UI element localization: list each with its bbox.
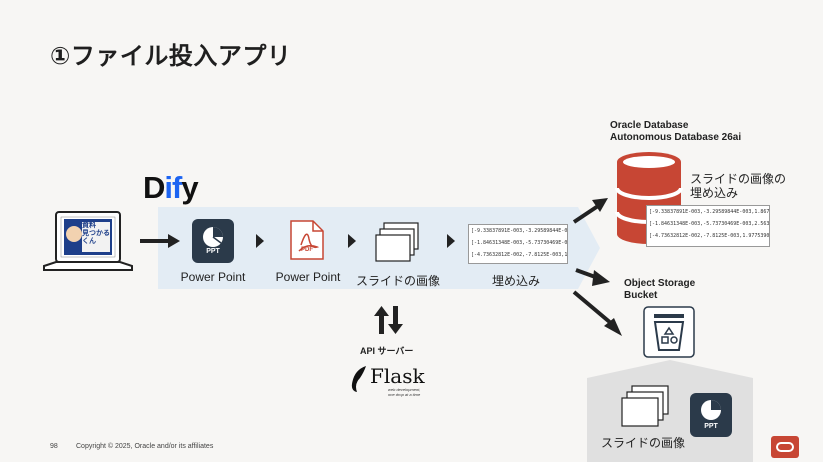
pdf-file-icon — [290, 220, 324, 260]
bucket-icon — [643, 306, 695, 358]
page-number: 98 — [50, 443, 58, 450]
chevron-right-icon — [447, 234, 455, 248]
ppt-file-icon — [690, 393, 732, 437]
api-server-label: API サーバー — [360, 346, 414, 356]
pdf-badge: PDF — [301, 247, 313, 253]
dify-logo-text: Dify — [143, 170, 199, 205]
slide-images-icon — [375, 222, 419, 262]
bidirectional-arrow-icon — [374, 306, 403, 334]
bucket-ppt-badge: PPT — [704, 423, 718, 430]
oracle-db-caption-line: スライドの画像の — [690, 172, 787, 186]
arrow-right-icon — [140, 234, 180, 248]
laptop-screen-line: 資料 — [82, 222, 96, 229]
slide-images-icon — [621, 385, 669, 427]
copyright: Copyright © 2025, Oracle and/or its affi… — [76, 443, 214, 450]
vector-row: [-4.73632812E-002,-7.8125E-003,1.9775390… — [649, 233, 770, 239]
embedding-vectors: [-9.33837891E-003,-3.29589844E-003,1.867… — [468, 224, 568, 264]
bucket-panel-roof — [587, 360, 753, 378]
flask-name: Flask — [370, 364, 425, 388]
step1-label: Power Point — [180, 270, 246, 284]
object-storage-title-line: Bucket — [624, 290, 658, 301]
vector-row: [-1.84631348E-003,-5.73730469E-003,2.563… — [649, 221, 770, 227]
oracle-db-title-line: Oracle Database — [610, 120, 689, 131]
oracle-db-title: Oracle Database Autonomous Database 26ai — [610, 120, 741, 144]
page-title: ①ファイル投入アプリ — [50, 43, 292, 70]
bucket-slide-caption: スライドの画像 — [600, 436, 685, 450]
chevron-right-icon — [348, 234, 356, 248]
flask-tagline-line: one drop at a time — [388, 392, 421, 397]
step4-label: 埋め込み — [491, 274, 540, 288]
step2-label: Power Point — [275, 270, 341, 284]
laptop-screen-line: 見つかる — [82, 230, 110, 237]
output-arrows — [572, 198, 622, 336]
ppt-file-icon — [192, 219, 234, 263]
laptop-screen-line: くん — [82, 238, 96, 245]
oracle-db-caption-line: 埋め込み — [690, 186, 739, 200]
flask-horn-icon — [351, 366, 366, 392]
vector-row: [-4.73632812E-002,-7.8125E-003,1.9775390… — [471, 252, 568, 258]
step3-label: スライドの画像 — [356, 274, 441, 288]
dify-logo: Dify — [143, 170, 199, 206]
chevron-right-icon — [256, 234, 264, 248]
vector-row: [-1.84631348E-003,-5.73730469E-003,2.563… — [471, 240, 568, 246]
laptop-screen-text: 資料 見つかる くん — [82, 222, 110, 246]
vector-row: [-9.33837891E-003,-3.29589844E-003,1.867… — [471, 228, 568, 234]
db-embedding-vectors: [-9.33837891E-003,-3.29589844E-003,1.867… — [646, 205, 770, 247]
pipeline-band-tip — [578, 207, 600, 289]
flask-tagline-line: web development, — [388, 387, 421, 392]
oracle-db-title-line: Autonomous Database 26ai — [610, 132, 742, 143]
object-storage-title-line: Object Storage — [624, 278, 696, 289]
object-storage-title: Object Storage Bucket — [624, 278, 695, 302]
ppt-badge: PPT — [206, 248, 220, 255]
vector-row: [-9.33837891E-003,-3.29589844E-003,1.867… — [649, 209, 770, 215]
oracle-db-caption: スライドの画像の 埋め込み — [690, 172, 786, 200]
oracle-logo-icon — [771, 436, 799, 458]
laptop-icon — [43, 211, 133, 271]
flask-tagline: web development, one drop at a time — [388, 387, 420, 397]
